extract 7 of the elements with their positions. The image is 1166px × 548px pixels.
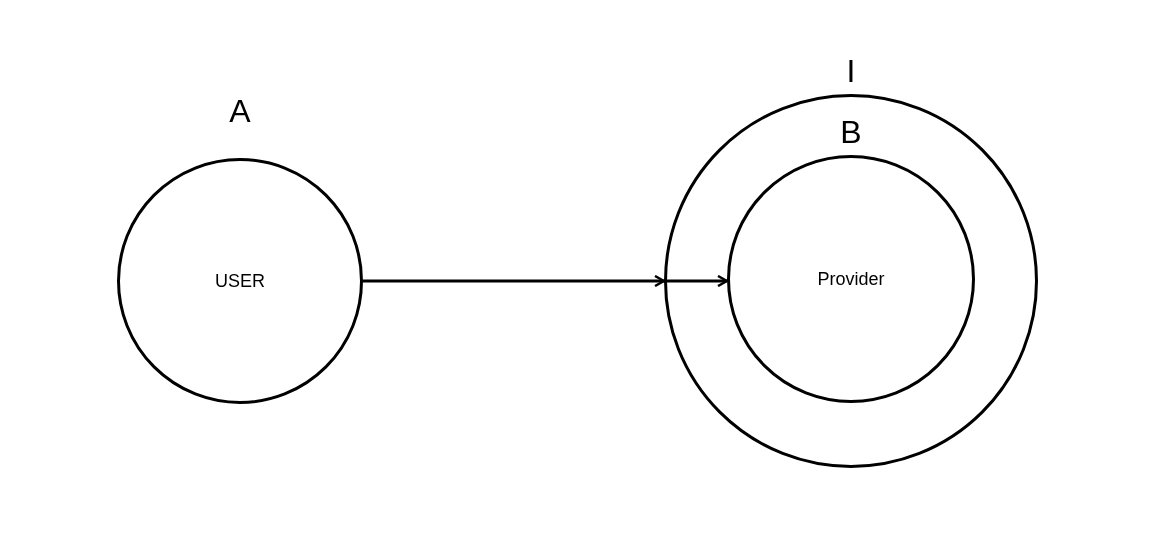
arrow [363, 274, 666, 288]
circle-heading: I [846, 55, 856, 87]
circle-label: USER [215, 269, 265, 293]
circle-label: Provider [817, 267, 885, 291]
circle-heading: A [229, 95, 251, 127]
circle-heading: B [840, 116, 862, 148]
arrow [664, 274, 729, 288]
